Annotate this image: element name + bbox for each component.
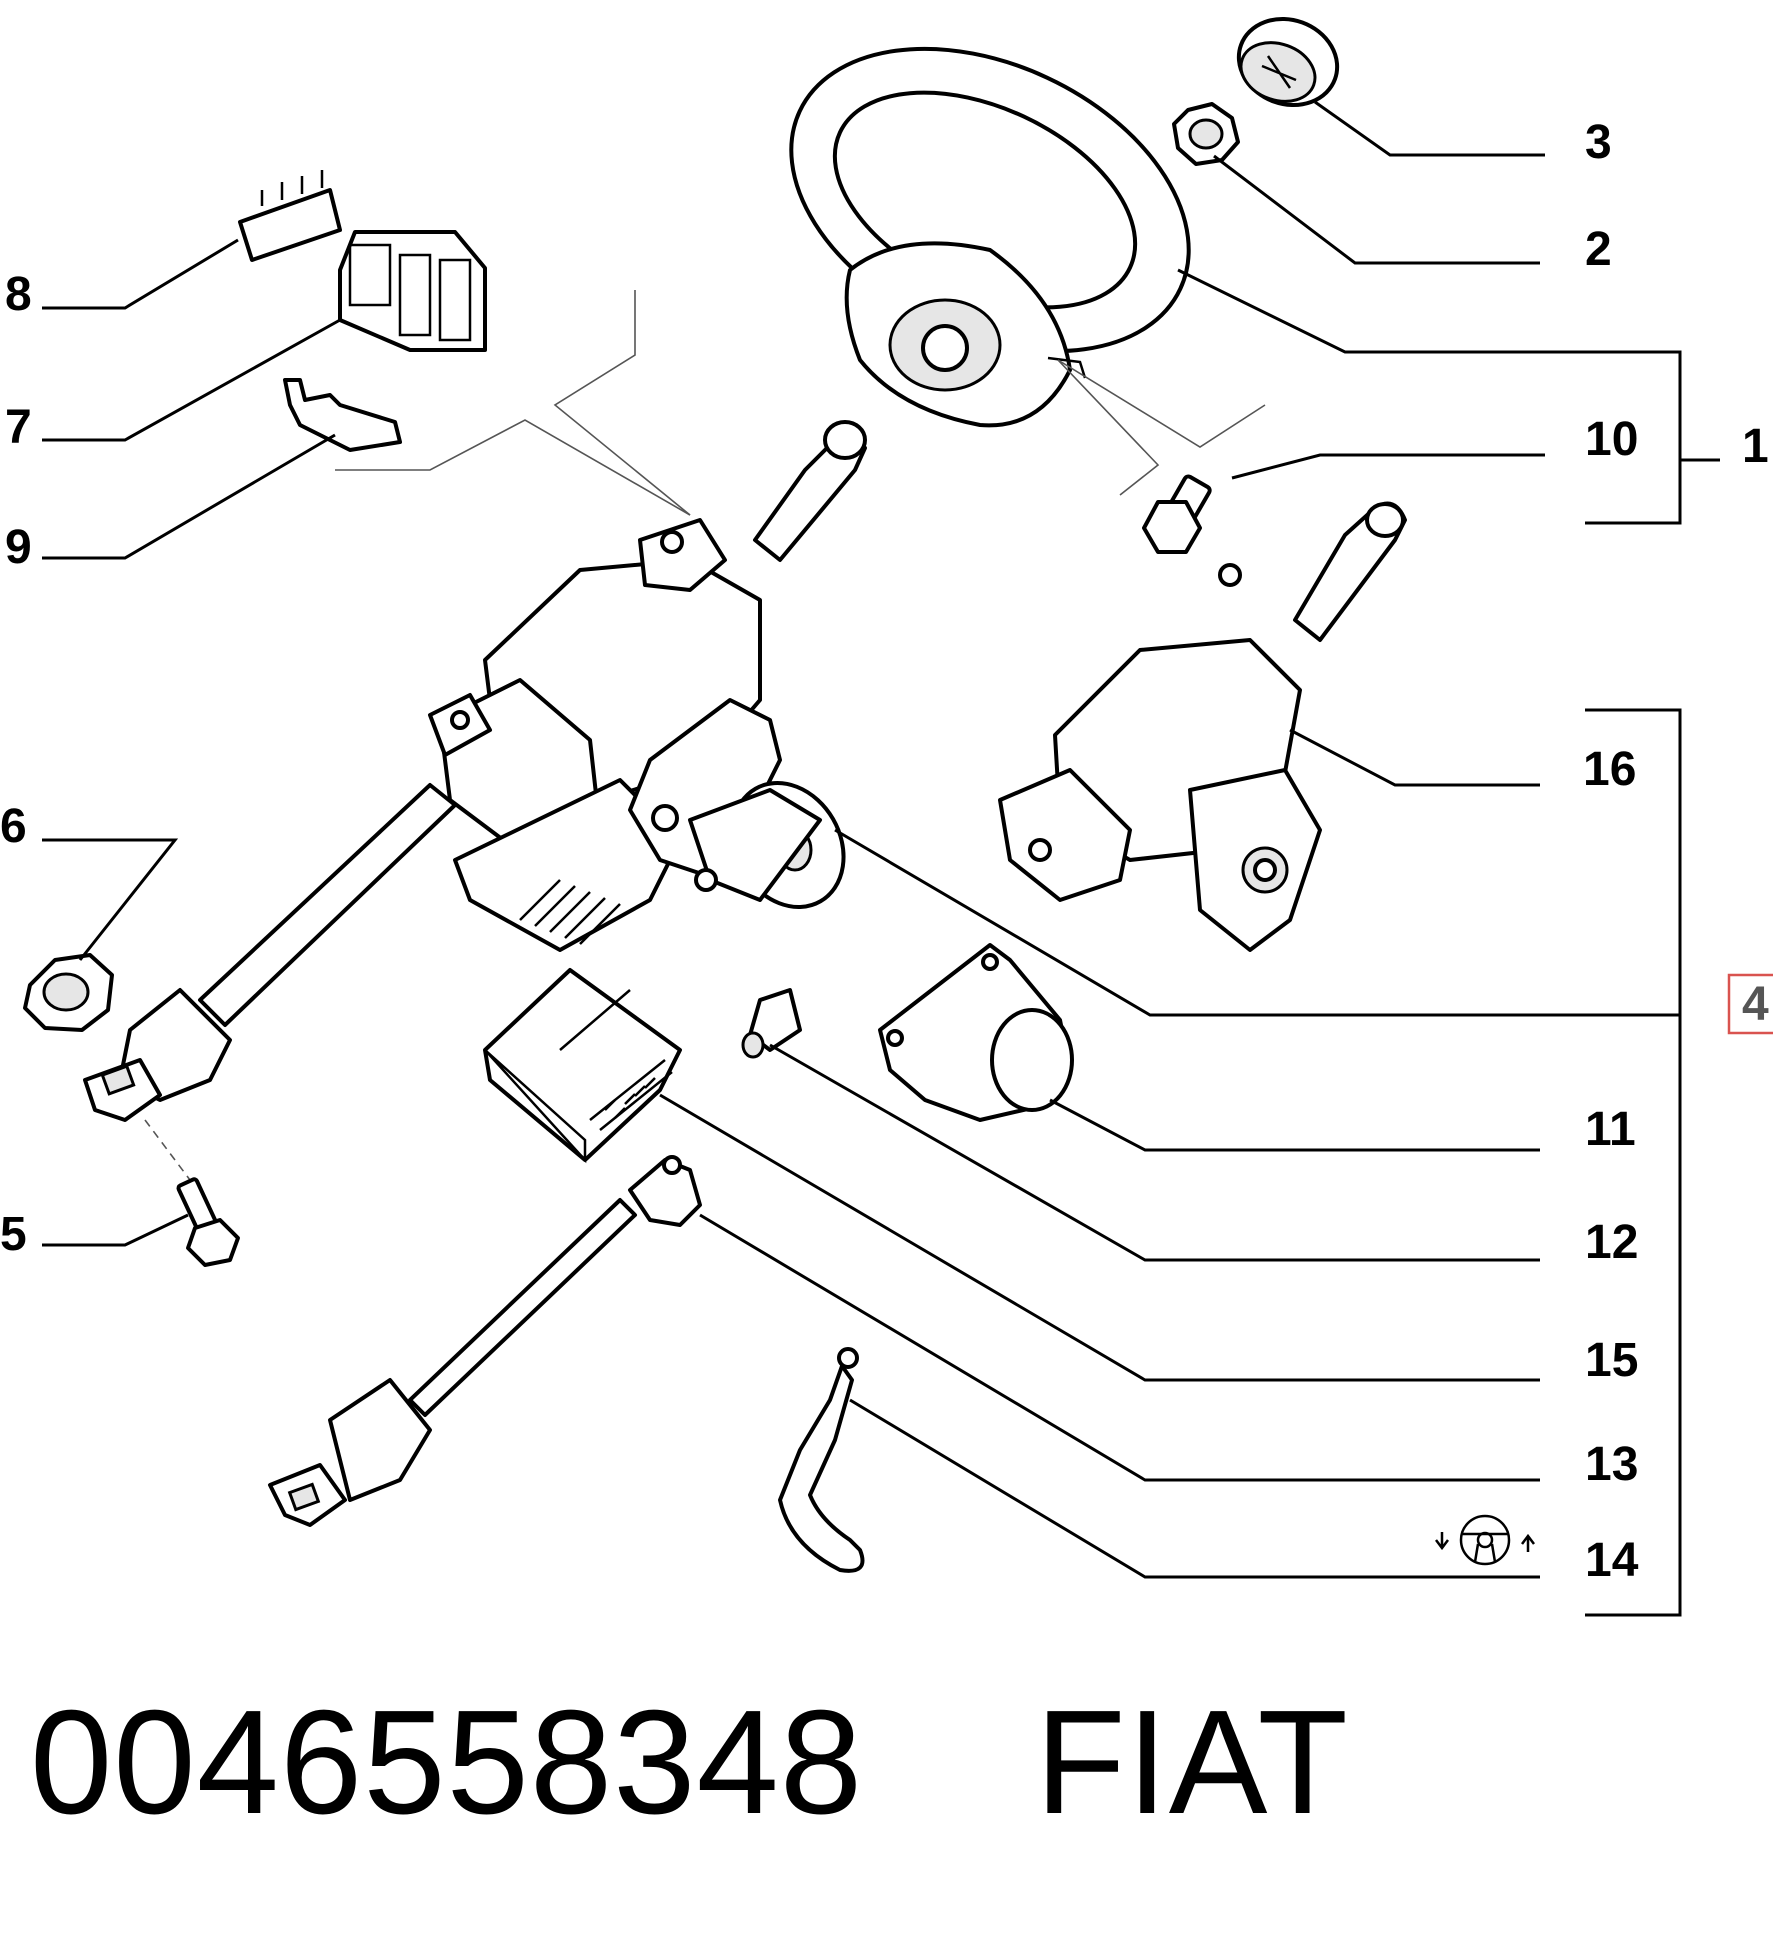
part-14-adjust-lever — [778, 1347, 865, 1573]
callout-13: 13 — [1585, 1438, 1638, 1491]
callout-4[interactable]: 4 — [1742, 978, 1769, 1031]
part-15-control-unit — [483, 968, 682, 1164]
brand-name: FIAT — [1035, 1680, 1349, 1845]
callout-6: 6 — [0, 800, 27, 853]
part-13-intermediate-shaft — [268, 1155, 702, 1527]
callout-11: 11 — [1585, 1103, 1636, 1156]
part-10-bolt — [1142, 474, 1212, 554]
part-12-sensor — [741, 988, 802, 1059]
callout-1: 1 — [1742, 420, 1769, 473]
part-9-terminal — [283, 378, 402, 452]
callout-12: 12 — [1585, 1216, 1638, 1269]
steering-wheel-updown-icon — [1435, 1514, 1535, 1566]
callout-10: 10 — [1585, 413, 1638, 466]
callout-5: 5 — [0, 1208, 27, 1261]
callout-8: 8 — [5, 268, 32, 321]
part-16-steering-column — [998, 501, 1407, 952]
callout-16: 16 — [1583, 743, 1636, 796]
leader-lines — [42, 100, 1720, 1617]
part-5-bolt — [144, 1119, 240, 1267]
part-6-nut — [23, 953, 114, 1032]
part-1-steering-wheel — [789, 46, 1191, 428]
footer-caption: 0046558348 FIAT — [30, 1668, 1349, 1858]
callout-2: 2 — [1585, 223, 1612, 276]
part-4-steering-column-main — [83, 420, 867, 1122]
part-number: 0046558348 — [30, 1680, 864, 1845]
callout-14: 14 — [1585, 1534, 1639, 1587]
part-7-connector-housing — [338, 230, 487, 352]
callout-4-highlight[interactable]: 4 — [1727, 973, 1773, 1035]
callout-9: 9 — [5, 521, 32, 574]
callout-15: 15 — [1585, 1334, 1638, 1387]
part-3-horn-cap — [1236, 16, 1340, 108]
part-8-connector-clip — [238, 170, 342, 262]
reference-lines — [335, 290, 1266, 516]
callout-3: 3 — [1585, 116, 1612, 169]
part-11-motor-cover — [878, 943, 1074, 1122]
part-2-nut — [1172, 102, 1240, 166]
callout-labels: 3 2 1 10 16 4 11 12 15 13 14 8 7 9 6 5 — [0, 116, 1773, 1587]
callout-7: 7 — [5, 401, 32, 454]
